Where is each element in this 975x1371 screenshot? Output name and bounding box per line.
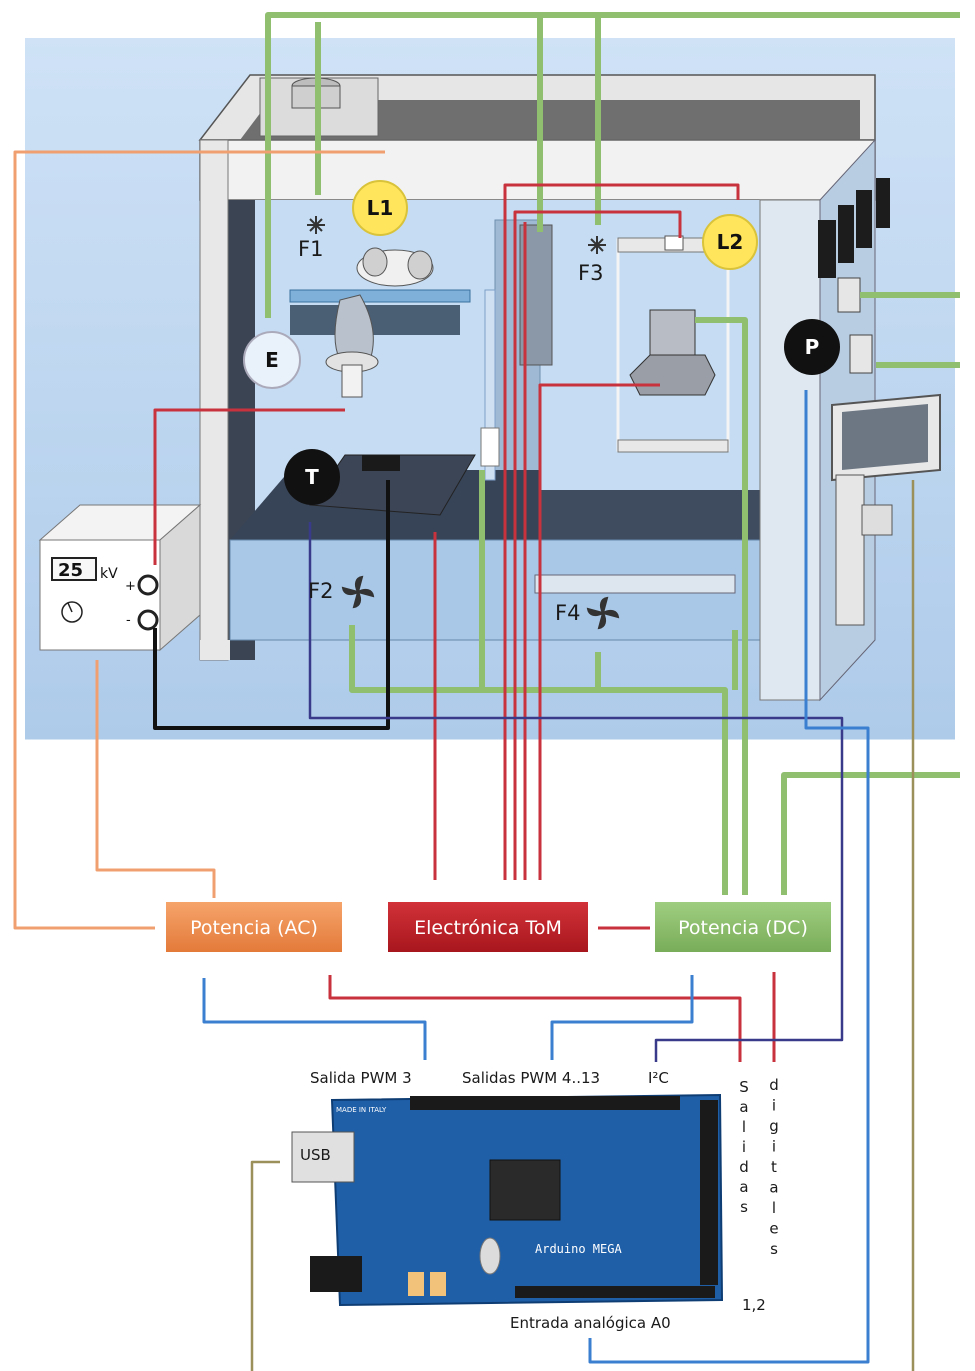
label-pwm3: Salida PWM 3 bbox=[310, 1069, 412, 1087]
badge-P-text: P bbox=[805, 335, 820, 359]
digitales-letter: l bbox=[772, 1199, 776, 1217]
hv-display-value: 25 bbox=[58, 560, 83, 581]
label-usb: USB bbox=[300, 1146, 331, 1164]
chamber-right-wall bbox=[760, 200, 820, 700]
sensor-box-1 bbox=[838, 278, 860, 312]
pressure-knob bbox=[862, 505, 892, 535]
fan-F1-label: F1 bbox=[298, 237, 323, 261]
badge-L2-text: L2 bbox=[717, 230, 744, 254]
chamber-bottom-rail bbox=[535, 575, 735, 593]
fan-F3-label: F3 bbox=[578, 261, 603, 285]
salidas-letter: a bbox=[739, 1098, 748, 1116]
chamber-right-frame bbox=[200, 640, 230, 660]
salidas-letter: d bbox=[739, 1158, 749, 1176]
hv-minus-terminal bbox=[139, 611, 157, 629]
label-analog-in: Entrada analógica A0 bbox=[510, 1314, 671, 1332]
salidas-letter: s bbox=[740, 1198, 748, 1216]
arduino-made-in: MADE IN ITALY bbox=[336, 1106, 387, 1114]
label-i2c: I²C bbox=[648, 1069, 669, 1087]
fan-F4-label: F4 bbox=[555, 601, 580, 625]
glass-tube-cap bbox=[481, 428, 499, 466]
arduino-chip bbox=[490, 1160, 560, 1220]
control-boxes: Potencia (AC) Electrónica ToM Potencia (… bbox=[166, 902, 831, 952]
digitales-letter: e bbox=[769, 1220, 778, 1238]
label-pins: 1,2 bbox=[742, 1296, 766, 1314]
label-salidas-vertical: Salidas bbox=[739, 1078, 749, 1216]
badge-L1-text: L1 bbox=[367, 196, 394, 220]
optics-bottom-bar bbox=[618, 440, 728, 452]
light-L2-bar bbox=[665, 236, 683, 250]
arduino-cap-2 bbox=[430, 1272, 446, 1296]
arduino-header-right bbox=[700, 1100, 718, 1285]
salidas-letter: S bbox=[739, 1078, 749, 1096]
digitales-letter: s bbox=[770, 1240, 778, 1258]
hv-power-supply: 25 kV + - bbox=[40, 505, 200, 650]
salidas-letter: l bbox=[742, 1118, 746, 1136]
badge-E-text: E bbox=[265, 348, 279, 372]
sensor-box-2 bbox=[850, 335, 872, 373]
box-ac-label: Potencia (AC) bbox=[190, 917, 318, 939]
arduino-cap-1 bbox=[408, 1272, 424, 1296]
pressure-unit bbox=[836, 475, 864, 625]
sample-holder-top bbox=[650, 310, 695, 355]
hv-plus-label: + bbox=[125, 579, 136, 594]
box-tom-label: Electrónica ToM bbox=[414, 917, 562, 939]
digitales-letter: a bbox=[769, 1179, 778, 1197]
digitales-letter: i bbox=[772, 1097, 776, 1115]
monitor bbox=[832, 395, 940, 480]
box-dc-label: Potencia (DC) bbox=[678, 917, 808, 939]
fan-F2-label: F2 bbox=[308, 579, 333, 603]
digitales-letter: t bbox=[771, 1158, 777, 1176]
digitales-letter: d bbox=[769, 1076, 779, 1094]
salidas-letter: a bbox=[739, 1178, 748, 1196]
arduino-header-bottom bbox=[515, 1286, 715, 1298]
arduino-name: Arduino MEGA bbox=[535, 1242, 622, 1256]
salidas-letter: i bbox=[742, 1138, 746, 1156]
arduino-header-top bbox=[410, 1096, 680, 1110]
badge-T-text: T bbox=[305, 465, 319, 489]
label-pwm4-13: Salidas PWM 4..13 bbox=[462, 1069, 600, 1087]
hv-plus-terminal bbox=[139, 576, 157, 594]
heater-chip bbox=[362, 455, 400, 471]
arduino-board: Salida PWM 3 Salidas PWM 4..13 I²C USB A… bbox=[292, 1069, 779, 1332]
arduino-crystal bbox=[480, 1238, 500, 1274]
hv-unit: kV bbox=[100, 566, 118, 582]
digitales-letter: g bbox=[769, 1117, 779, 1135]
hv-minus-label: - bbox=[126, 613, 131, 628]
chamber-left-frame bbox=[200, 140, 228, 660]
digitales-letter: i bbox=[772, 1138, 776, 1156]
arduino-power-jack bbox=[310, 1256, 362, 1292]
